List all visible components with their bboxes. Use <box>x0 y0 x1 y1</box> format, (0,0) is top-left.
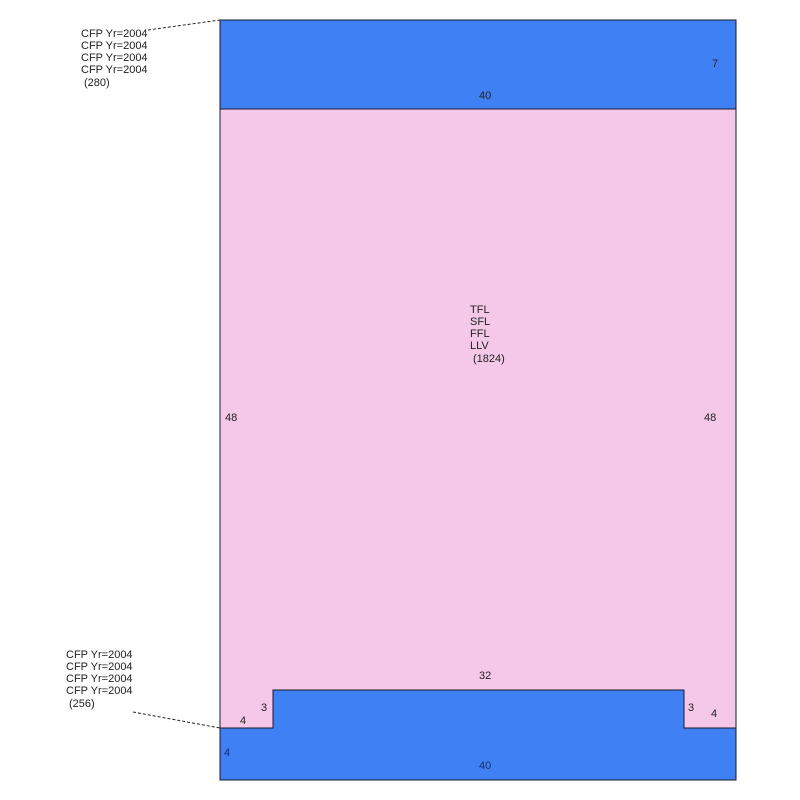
dimension-label: 48 <box>704 412 716 424</box>
label-line: CFP Yr=2004 <box>66 649 133 661</box>
label-line: CFP Yr=2004 <box>81 40 148 52</box>
label-line: SFL <box>470 316 490 328</box>
label-line: LLV <box>470 340 489 352</box>
dimension-label: 32 <box>479 670 491 682</box>
dimension-label: 3 <box>688 702 694 714</box>
dimension-label: 40 <box>479 90 491 102</box>
label-line: CFP Yr=2004 <box>66 661 133 673</box>
dimension-label: 4 <box>224 747 230 759</box>
bottom-porch-label: CFP Yr=2004 CFP Yr=2004 CFP Yr=2004 CFP … <box>66 649 133 710</box>
top-porch-label: CFP Yr=2004 CFP Yr=2004 CFP Yr=2004 CFP … <box>81 28 148 89</box>
dimension-label: 4 <box>711 708 717 720</box>
label-line: CFP Yr=2004 <box>81 28 148 40</box>
top-porch-area[interactable] <box>219 19 737 110</box>
label-line: CFP Yr=2004 <box>66 685 133 697</box>
dimension-label: 48 <box>225 412 237 424</box>
main-living-area[interactable] <box>219 108 737 729</box>
area-value: (256) <box>69 698 95 710</box>
bottom-porch-leader-line <box>132 711 221 729</box>
dimension-label: 4 <box>240 715 246 727</box>
dimension-label: 40 <box>479 760 491 772</box>
bottom-porch-area[interactable] <box>219 689 737 781</box>
label-line: CFP Yr=2004 <box>81 52 148 64</box>
label-line: CFP Yr=2004 <box>81 64 148 76</box>
dimension-label: 7 <box>712 58 718 70</box>
top-porch-leader-line <box>147 19 221 31</box>
area-value: (280) <box>84 77 110 89</box>
main-living-label: TFL SFL FFL LLV (1824) <box>470 304 505 365</box>
label-line: CFP Yr=2004 <box>66 673 133 685</box>
dimension-label: 3 <box>261 702 267 714</box>
label-line: FFL <box>470 328 490 340</box>
label-line: TFL <box>470 304 490 316</box>
area-value: (1824) <box>473 353 505 365</box>
